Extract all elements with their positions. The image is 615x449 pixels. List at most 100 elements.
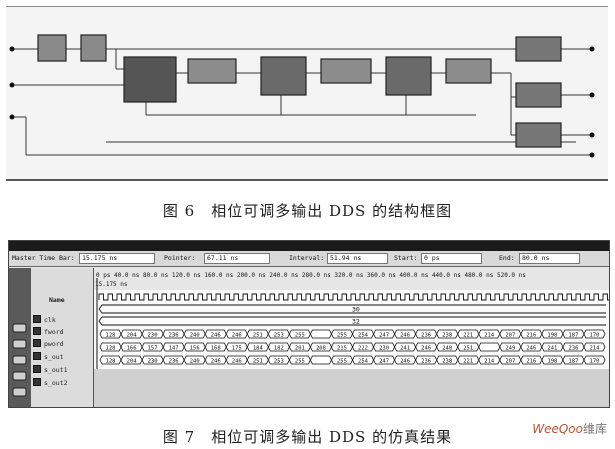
output-port-icon bbox=[589, 46, 595, 52]
signal-name-s-out2[interactable]: s_out2 bbox=[33, 378, 67, 387]
output-pin-icon bbox=[33, 352, 41, 360]
signal-name-pword[interactable]: pword bbox=[33, 339, 64, 348]
bus-segment-value: 238 bbox=[442, 333, 452, 339]
bus-segment-value: 221 bbox=[463, 333, 473, 339]
bus-segment-value: 255 bbox=[337, 333, 347, 339]
master-time-label: Master Time Bar: bbox=[12, 254, 75, 262]
signal-name-s-out1[interactable]: s_out1 bbox=[33, 365, 67, 374]
bus-segment-value: 216 bbox=[526, 359, 536, 365]
start-field[interactable]: 0 ps bbox=[421, 253, 482, 264]
bus-segment-value: 246 bbox=[232, 333, 242, 339]
bus-segment-value: 241 bbox=[400, 346, 410, 352]
bus-segment-value: 147 bbox=[169, 346, 179, 352]
bus-waveform-pword bbox=[98, 316, 606, 326]
time-ruler-labels: 0 ps 40.0 ns 80.0 ns 120.0 ns 160.0 ns 2… bbox=[96, 272, 526, 279]
bus-segment-value: 208 bbox=[316, 346, 326, 352]
output-port-icon bbox=[589, 92, 595, 98]
bus-segment-value: 248 bbox=[442, 346, 452, 352]
pointer-field[interactable]: 67.11 ns bbox=[204, 253, 270, 264]
bus-segment-value: 201 bbox=[295, 346, 305, 352]
time-info-bar: Master Time Bar: 15.175 ns Pointer: 67.1… bbox=[9, 251, 609, 267]
input-pin-icon bbox=[33, 339, 41, 347]
signal-name-clk[interactable]: clk bbox=[33, 315, 56, 324]
master-time-field[interactable]: 15.175 ns bbox=[79, 253, 155, 264]
bus-segment-value: 156 bbox=[190, 346, 200, 352]
bus-segment-value: 246 bbox=[211, 333, 221, 339]
figure7-caption: 图 7 相位可调多输出 DDS 的仿真结果 bbox=[162, 428, 453, 446]
bus-segment bbox=[478, 342, 501, 352]
bus-segment-value: 246 bbox=[400, 333, 410, 339]
bus-segment-value: 187 bbox=[568, 333, 578, 339]
tool-icons[interactable] bbox=[9, 268, 31, 407]
bus-segment-value: 240 bbox=[190, 333, 200, 339]
bus-segment-value: 246 bbox=[400, 359, 410, 365]
bus-segment-value: 170 bbox=[590, 333, 600, 339]
bus-segment-value: 182 bbox=[274, 346, 284, 352]
bus-segment-value: 254 bbox=[358, 333, 369, 339]
bus-segment-value: 157 bbox=[148, 346, 158, 352]
bus-segment-value: 255 bbox=[337, 359, 347, 365]
figure6-block-diagram bbox=[6, 6, 608, 181]
bus-segment-value: 222 bbox=[358, 346, 368, 352]
register-block-3 bbox=[445, 58, 492, 84]
output-port-icon bbox=[589, 132, 595, 138]
bus-segment bbox=[583, 329, 606, 339]
waveform-area[interactable]: 0 ps 40.0 ns 80.0 ns 120.0 ns 160.0 ns 2… bbox=[94, 268, 609, 407]
input-port-icon bbox=[9, 114, 15, 120]
adder-block-1 bbox=[260, 56, 307, 96]
bus-segment-value: 187 bbox=[568, 359, 578, 365]
bus-segment-value: 249 bbox=[505, 346, 515, 352]
bus-segment-value: 230 bbox=[379, 346, 389, 352]
bus-segment-value: 246 bbox=[211, 359, 221, 365]
interval-label: Interval: bbox=[289, 254, 325, 262]
input-register-block-2 bbox=[80, 34, 107, 62]
bus-segment-value: 204 bbox=[127, 333, 138, 339]
rom-block-1 bbox=[515, 36, 562, 62]
bus-segment-value: 236 bbox=[421, 359, 431, 365]
window-titlebar bbox=[9, 241, 609, 251]
bus-segment-value: 236 bbox=[568, 346, 578, 352]
end-field[interactable]: 80.0 ns bbox=[519, 253, 580, 264]
bus-segment-value: 198 bbox=[547, 333, 557, 339]
bus-segment-value: 236 bbox=[421, 333, 431, 339]
output-pin-icon bbox=[33, 378, 41, 386]
bus-segment-value: 214 bbox=[484, 359, 495, 365]
cursor-time-label: 15.175 ns bbox=[95, 281, 128, 288]
bus-segment-value: 128 bbox=[106, 346, 116, 352]
pointer-label: Pointer: bbox=[164, 254, 196, 262]
bus-segment-value: 246 bbox=[526, 346, 536, 352]
bus-segment-value: 236 bbox=[169, 359, 179, 365]
bus-segment-value: 251 bbox=[463, 346, 473, 352]
bus-segment-value: 247 bbox=[379, 359, 389, 365]
bus-segment-value: 255 bbox=[295, 333, 305, 339]
end-label: End: bbox=[499, 254, 515, 262]
bus-segment-value: 251 bbox=[253, 333, 263, 339]
phase-accumulator-block bbox=[123, 56, 177, 103]
bus-value-pword: 32 bbox=[352, 318, 360, 326]
bus-segment bbox=[309, 355, 332, 365]
bus-segment-value: 168 bbox=[211, 346, 221, 352]
bus-segment-value: 253 bbox=[274, 359, 284, 365]
waveform-toolbar bbox=[9, 268, 31, 407]
bus-segment-value: 240 bbox=[190, 359, 200, 365]
input-port-icon bbox=[9, 82, 15, 88]
bus-segment bbox=[583, 355, 606, 365]
signal-name-s-out[interactable]: s_out bbox=[33, 352, 64, 361]
bus-segment-value: 241 bbox=[547, 346, 557, 352]
start-label: Start: bbox=[394, 254, 418, 262]
bus-segment-value: 166 bbox=[127, 346, 137, 352]
bus-segment-value: 230 bbox=[148, 333, 158, 339]
rom-block-3 bbox=[515, 122, 562, 148]
waveform-plot[interactable]: 0 ps 40.0 ns 80.0 ns 120.0 ns 160.0 ns 2… bbox=[94, 268, 609, 407]
bus-segment-value: 221 bbox=[463, 359, 473, 365]
bus-value-fword: 30 bbox=[352, 306, 360, 314]
bus-segment-value: 255 bbox=[295, 359, 305, 365]
interval-field[interactable]: 51.94 ns bbox=[327, 253, 388, 264]
adder-block-2 bbox=[385, 56, 432, 96]
signal-name-fword[interactable]: fword bbox=[33, 327, 64, 336]
bus-segment-value: 246 bbox=[421, 346, 431, 352]
bus-segment-value: 246 bbox=[232, 359, 242, 365]
waveform-window: Master Time Bar: 15.175 ns Pointer: 67.1… bbox=[8, 240, 610, 408]
bus-segment-value: 204 bbox=[127, 359, 138, 365]
dds-structure-diagram bbox=[9, 34, 595, 158]
